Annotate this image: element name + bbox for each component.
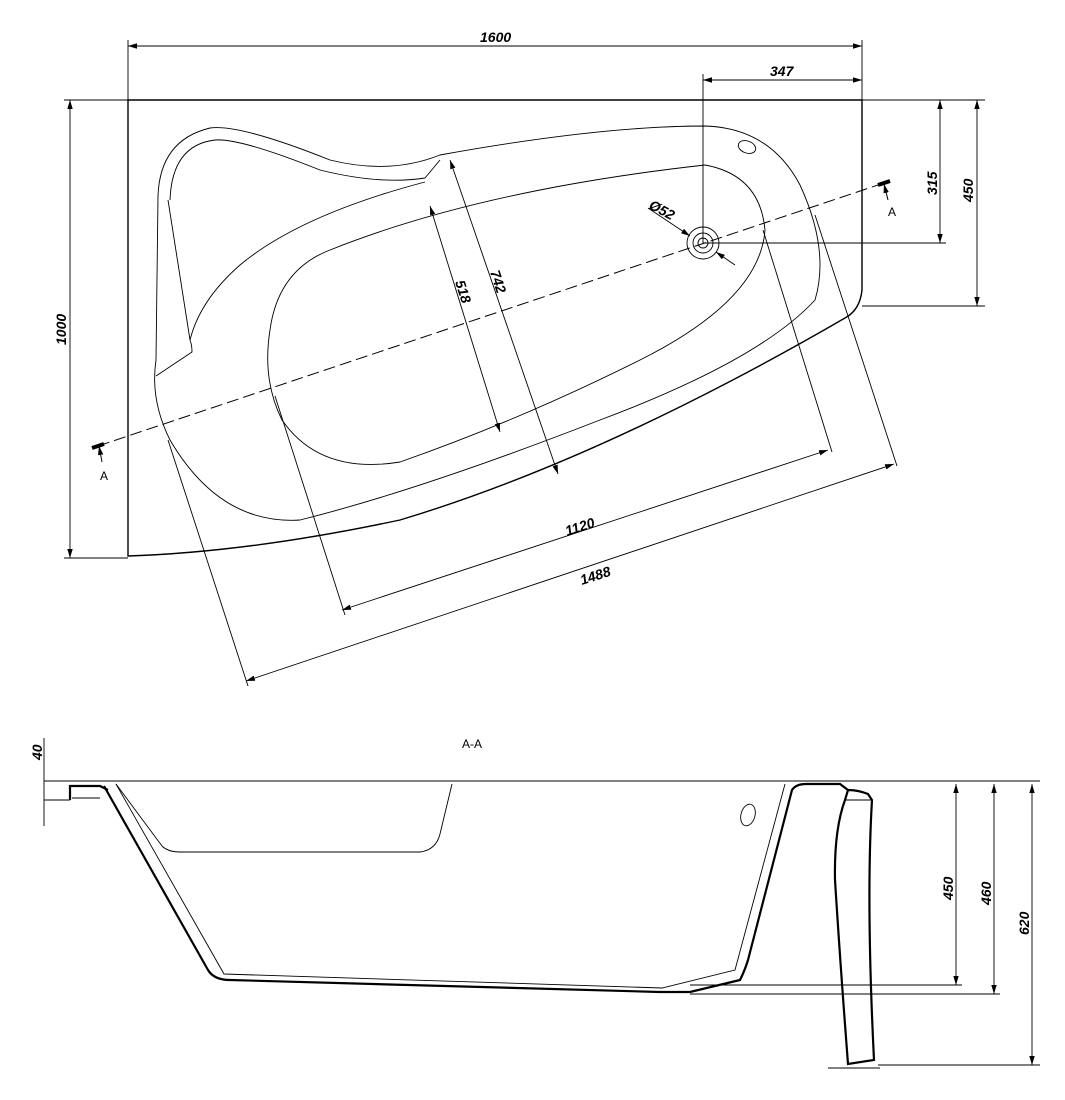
svg-text:450: 450 [940, 876, 956, 901]
section-mark-left [91, 442, 105, 450]
dim-overall-length: 1600 [127, 29, 863, 100]
svg-text:1600: 1600 [480, 29, 511, 45]
section-apron-panel [833, 788, 876, 1066]
dim-total-height: 620 [878, 784, 1040, 1066]
dim-drain-offset-y: 315 [703, 99, 950, 244]
dim-inner-width: 518 [429, 205, 501, 433]
section-view: A-A 40 450 [29, 737, 1040, 1069]
svg-text:40: 40 [29, 744, 45, 761]
dim-inner-length: 1120 [274, 229, 833, 616]
overflow-hole [737, 140, 757, 154]
svg-text:Ø52: Ø52 [647, 197, 678, 224]
section-bath-shell [103, 782, 849, 994]
svg-text:518: 518 [452, 278, 475, 305]
svg-text:742: 742 [487, 268, 510, 295]
basin-outline [267, 164, 766, 465]
dim-depth-with-drain: 460 [690, 784, 1000, 995]
section-bath-inner [115, 783, 786, 989]
dim-drain-diameter: Ø52 [647, 197, 736, 266]
backrest-inner [167, 181, 426, 341]
dim-drain-offset-x: 347 [702, 63, 862, 243]
section-overflow-hole [740, 803, 756, 827]
dim-narrow-end-depth: 450 [862, 99, 985, 307]
section-mark-right-label: A [888, 205, 896, 219]
svg-text:347: 347 [770, 63, 795, 79]
dim-overall-width: 1000 [53, 99, 128, 559]
section-title: A-A [462, 737, 482, 751]
section-backrest [115, 783, 453, 853]
dim-outer-length: 1488 [167, 214, 898, 687]
bath-outer-outline [127, 99, 863, 557]
dim-outer-width: 742 [449, 159, 559, 475]
svg-text:1120: 1120 [563, 514, 597, 539]
svg-text:1000: 1000 [53, 314, 69, 345]
plan-view: A A 1600 347 1000 315 [53, 29, 985, 687]
backrest-bottom [155, 339, 193, 377]
bath-rim-outline [154, 125, 821, 521]
section-mark-left-label: A [100, 469, 108, 483]
svg-text:620: 620 [1016, 911, 1032, 935]
section-mark-right [877, 179, 891, 187]
svg-text:1488: 1488 [578, 563, 613, 588]
svg-text:450: 450 [960, 178, 976, 203]
dim-bath-depth: 450 [690, 784, 962, 986]
backrest-outline [169, 139, 441, 201]
svg-text:315: 315 [924, 171, 940, 195]
dim-rim-thickness: 40 [29, 738, 70, 826]
section-line-a-a [97, 182, 885, 447]
svg-text:460: 460 [978, 881, 994, 906]
